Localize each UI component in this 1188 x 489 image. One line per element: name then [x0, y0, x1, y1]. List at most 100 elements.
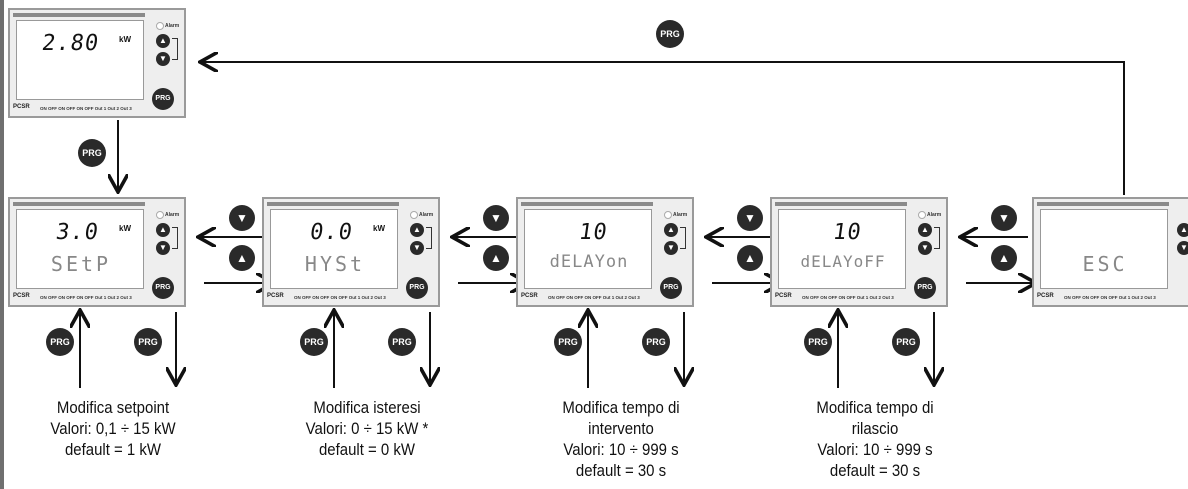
- display-value: 0.0: [308, 220, 355, 245]
- unit-label: kW: [373, 224, 385, 233]
- reset-bracket-icon: [426, 227, 432, 249]
- unit-label: kW: [119, 224, 131, 233]
- prg-key-edit-2a[interactable]: PRG: [300, 328, 328, 356]
- prg-key[interactable]: PRG: [406, 277, 428, 299]
- up-key-nav-2[interactable]: ▲: [483, 245, 509, 271]
- param-code: dELAYoFF: [800, 252, 886, 271]
- down-key-nav-1[interactable]: ▼: [229, 205, 255, 231]
- display-value: 2.80: [40, 31, 101, 56]
- outputs-label: ON OFF ON OFF ON OFF Out 1 Out 2 Out 3: [294, 295, 386, 300]
- setp-panel: 3.0 kW SEtP Alarm ▲ ▼ PRG PCSR ON OFF ON…: [8, 197, 186, 307]
- prg-key-edit-1b[interactable]: PRG: [134, 328, 162, 356]
- caption-setpoint: Modifica setpoint Valori: 0,1 ÷ 15 kW de…: [21, 397, 206, 460]
- prg-key[interactable]: PRG: [660, 277, 682, 299]
- caption-line: Modifica isteresi: [313, 398, 421, 417]
- down-key[interactable]: ▼: [664, 241, 678, 255]
- prg-key-edit-3b[interactable]: PRG: [642, 328, 670, 356]
- lcd-screen: 2.80 kW: [16, 20, 144, 100]
- caption-line: Modifica setpoint: [56, 398, 170, 417]
- prg-key[interactable]: PRG: [152, 277, 174, 299]
- outputs-label: ON OFF ON OFF ON OFF Out 1 Out 2 Out 3: [40, 106, 132, 111]
- caption-line: Valori: 0 ÷ 15 kW *: [305, 419, 429, 438]
- reset-bracket-icon: [172, 227, 178, 249]
- prg-key[interactable]: PRG: [914, 277, 936, 299]
- main-display-panel: 2.80 kW Alarm ▲ ▼ PRG PCSR ON OFF ON OFF…: [8, 8, 186, 118]
- down-key-nav-3[interactable]: ▼: [737, 205, 763, 231]
- outputs-label: ON OFF ON OFF ON OFF Out 1 Out 2 Out 3: [802, 295, 894, 300]
- alarm-label: Alarm: [673, 212, 688, 218]
- alarm-led-icon: [156, 211, 164, 219]
- reset-bracket-icon: [934, 227, 940, 249]
- outputs-label: ON OFF ON OFF ON OFF Out 1 Out 2 Out 3: [40, 295, 132, 300]
- up-key[interactable]: ▲: [156, 223, 170, 237]
- prg-key-edit-4a[interactable]: PRG: [804, 328, 832, 356]
- caption-line: Valori: 10 ÷ 999 s: [563, 440, 679, 459]
- alarm-label: Alarm: [165, 212, 180, 218]
- caption-line: default = 1 kW: [64, 440, 162, 459]
- up-key-nav-1[interactable]: ▲: [229, 245, 255, 271]
- down-key-nav-2[interactable]: ▼: [483, 205, 509, 231]
- outputs-label: ON OFF ON OFF ON OFF Out 1 Out 2 Out 3: [1064, 295, 1156, 300]
- reset-bracket-icon: [680, 227, 686, 249]
- alarm-led-icon: [156, 22, 164, 30]
- alarm-led-icon: [410, 211, 418, 219]
- up-key[interactable]: ▲: [1177, 223, 1188, 237]
- outputs-label: ON OFF ON OFF ON OFF Out 1 Out 2 Out 3: [548, 295, 640, 300]
- caption-delay-on: Modifica tempo di intervento Valori: 10 …: [529, 397, 714, 481]
- panel-top-bar: [13, 202, 145, 206]
- left-page-rule: [0, 0, 4, 489]
- caption-line: default = 0 kW: [318, 440, 416, 459]
- up-key[interactable]: ▲: [918, 223, 932, 237]
- esc-panel: ESC ▲ ▼ PCSR ON OFF ON OFF ON OFF Out 1 …: [1032, 197, 1188, 307]
- panel-top-bar: [13, 13, 145, 17]
- param-code: dELAYon: [549, 252, 629, 272]
- prg-key-edit-3a[interactable]: PRG: [554, 328, 582, 356]
- unit-label: kW: [119, 35, 131, 44]
- alarm-label: Alarm: [165, 23, 180, 29]
- delay-off-panel: 10 dELAYoFF Alarm ▲ ▼ PRG PCSR ON OFF ON…: [770, 197, 948, 307]
- panel-top-bar: [1037, 202, 1169, 206]
- down-key[interactable]: ▼: [1177, 241, 1188, 255]
- model-label: PCSR: [1037, 293, 1054, 299]
- down-key[interactable]: ▼: [156, 241, 170, 255]
- param-code: ESC: [1082, 252, 1128, 276]
- model-label: PCSR: [267, 293, 284, 299]
- down-key-nav-4[interactable]: ▼: [991, 205, 1017, 231]
- lcd-screen: 0.0 kW HYSt: [270, 209, 398, 289]
- panel-top-bar: [521, 202, 653, 206]
- prg-key-return[interactable]: PRG: [656, 20, 684, 48]
- caption-line: default = 30 s: [575, 461, 667, 480]
- return-arrow: [202, 62, 1125, 195]
- panel-top-bar: [775, 202, 907, 206]
- prg-key[interactable]: PRG: [152, 88, 174, 110]
- alarm-label: Alarm: [419, 212, 434, 218]
- alarm-led-icon: [664, 211, 672, 219]
- up-key[interactable]: ▲: [664, 223, 678, 237]
- down-key[interactable]: ▼: [410, 241, 424, 255]
- caption-line: Modifica tempo di: [562, 398, 680, 417]
- caption-delay-off: Modifica tempo di rilascio Valori: 10 ÷ …: [783, 397, 968, 481]
- prg-key-edit-2b[interactable]: PRG: [388, 328, 416, 356]
- reset-bracket-icon: [172, 38, 178, 60]
- down-key[interactable]: ▼: [918, 241, 932, 255]
- model-label: PCSR: [521, 293, 538, 299]
- panel-top-bar: [267, 202, 399, 206]
- down-key[interactable]: ▼: [156, 52, 170, 66]
- lcd-screen: 10 dELAYon: [524, 209, 652, 289]
- model-label: PCSR: [13, 293, 30, 299]
- prg-key-edit-4b[interactable]: PRG: [892, 328, 920, 356]
- prg-key-main[interactable]: PRG: [78, 139, 106, 167]
- caption-line: Valori: 0,1 ÷ 15 kW: [50, 419, 176, 438]
- caption-line: rilascio: [851, 419, 899, 438]
- display-value: 3.0: [54, 220, 101, 245]
- up-key-nav-4[interactable]: ▲: [991, 245, 1017, 271]
- up-key[interactable]: ▲: [156, 34, 170, 48]
- model-label: PCSR: [13, 104, 30, 110]
- display-value: 10: [576, 220, 609, 245]
- alarm-led-icon: [918, 211, 926, 219]
- up-key[interactable]: ▲: [410, 223, 424, 237]
- lcd-screen: ESC: [1040, 209, 1168, 289]
- prg-key-edit-1a[interactable]: PRG: [46, 328, 74, 356]
- up-key-nav-3[interactable]: ▲: [737, 245, 763, 271]
